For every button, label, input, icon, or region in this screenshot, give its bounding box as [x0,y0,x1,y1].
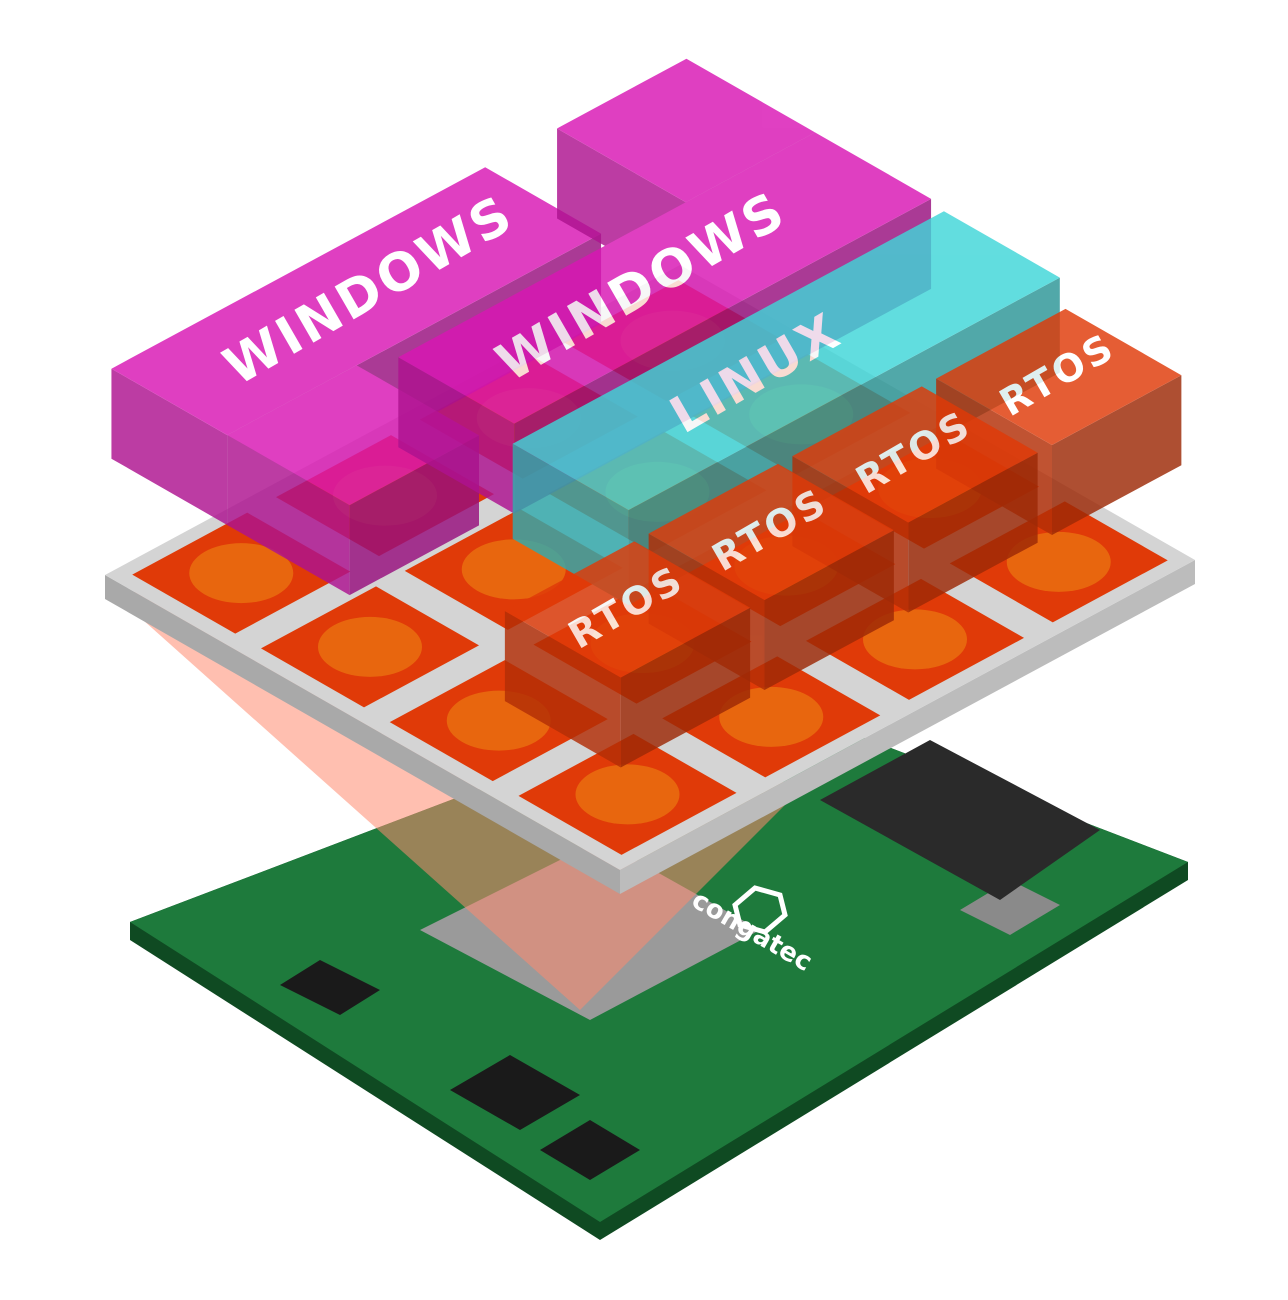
cell-core [461,539,566,600]
cell-core [575,764,680,825]
block-top [648,463,894,600]
block-top [504,541,751,678]
inductor [960,880,1060,935]
partition-cell [949,501,1168,623]
cell-core [318,616,422,677]
chip [450,1055,580,1130]
cell-core [863,609,967,670]
chip [540,1120,640,1180]
block-side-front [908,452,1038,613]
block-side-front [349,435,479,596]
block-top [398,132,932,424]
block-side-left [398,357,515,514]
block-top [557,58,816,203]
block-side-left [504,611,621,768]
block-top [512,211,1060,511]
rtos-block-1: RTOS [504,541,751,768]
logo-mark-icon [732,885,788,935]
cell-core [1006,531,1111,592]
partition-cell [518,733,737,855]
block-top [936,308,1182,445]
block-top [792,386,1038,523]
block-side-front [764,530,894,690]
chip [280,960,380,1015]
block-side-front [1052,375,1182,535]
plate-side-left [105,575,620,894]
block-side-left [227,435,350,596]
block-side-left [111,368,228,526]
plate-side-front [620,560,1195,894]
partition-cell [662,656,881,778]
connector [820,740,1100,900]
partition-cell [261,586,479,708]
cell-core [189,543,294,604]
partition-cell [806,578,1024,700]
cell-core [719,686,824,747]
block-side-front [620,607,751,768]
block-top [111,167,602,436]
